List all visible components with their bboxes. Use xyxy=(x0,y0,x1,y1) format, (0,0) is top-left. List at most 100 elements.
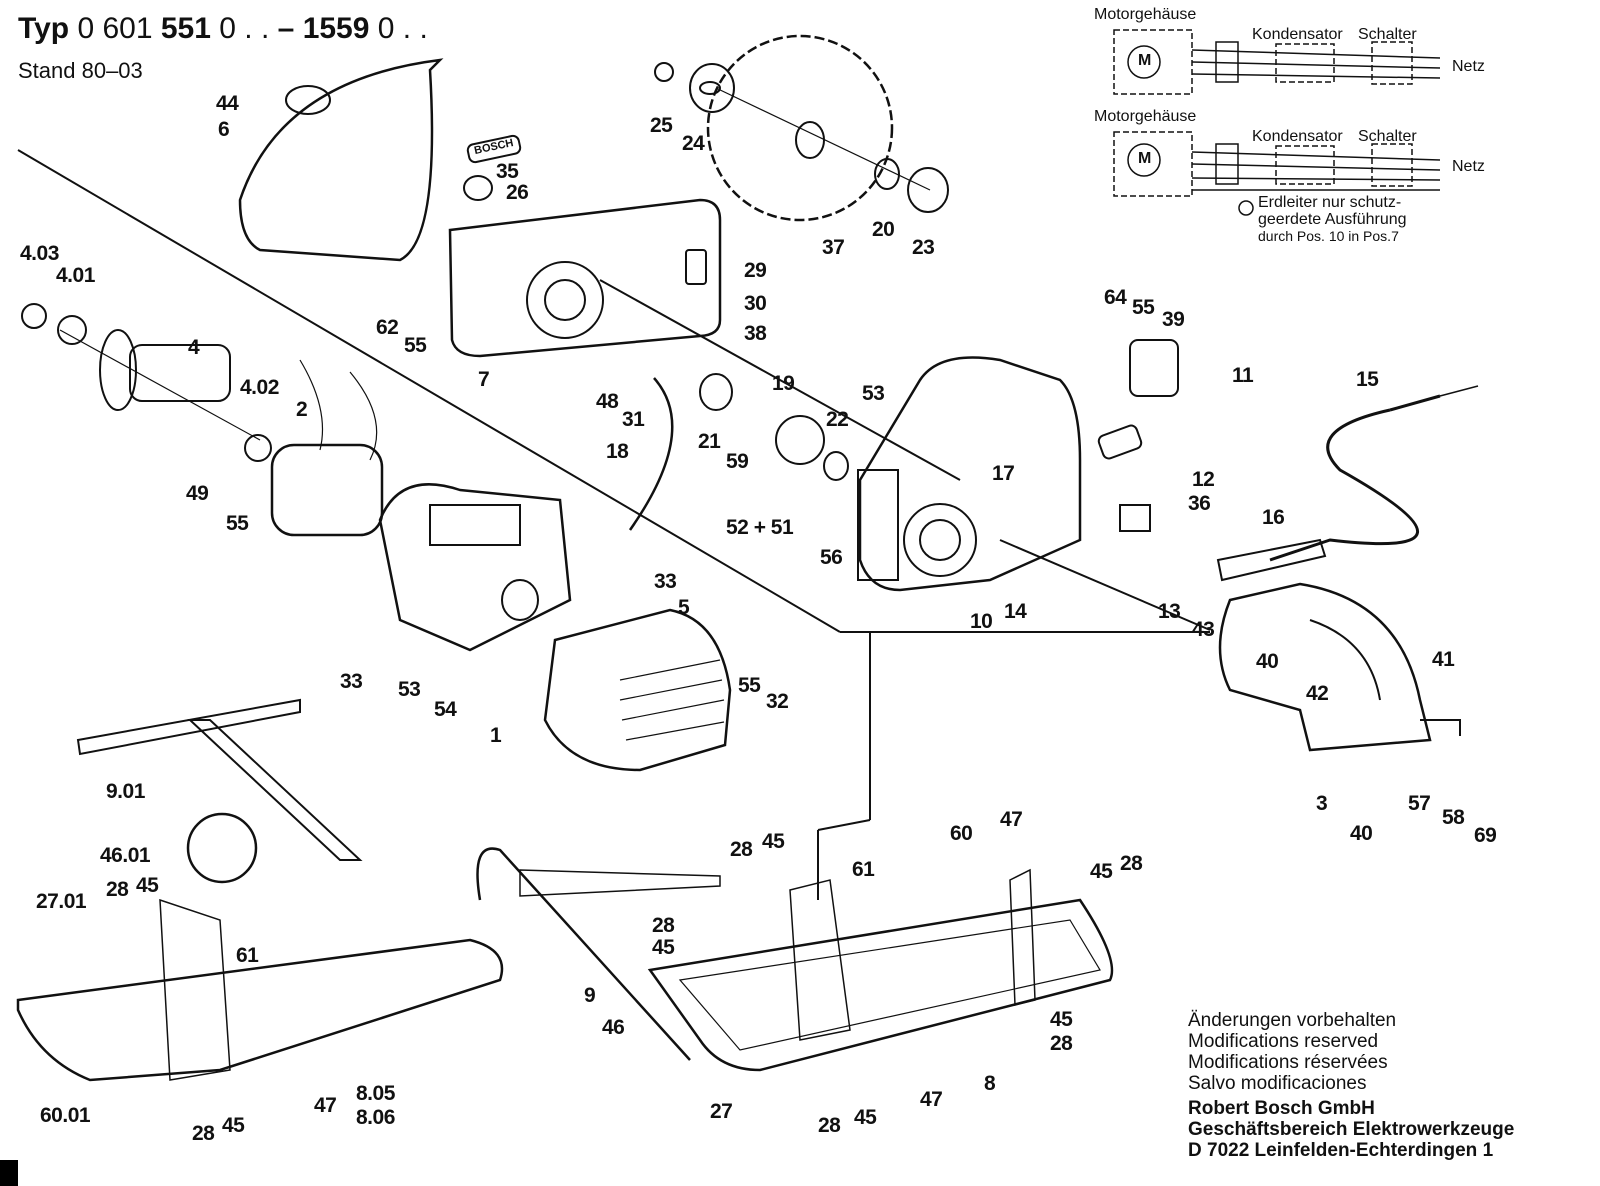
part-label: 28 xyxy=(1120,852,1143,875)
part-label: 28 xyxy=(192,1122,215,1145)
part-label: 42 xyxy=(1306,682,1329,705)
stand-date: Stand 80–03 xyxy=(18,58,143,83)
part-label: 45 xyxy=(854,1106,877,1129)
part-label: 26 xyxy=(506,181,529,204)
part-label: 7 xyxy=(478,368,490,391)
part-label: 48 xyxy=(596,390,619,413)
part-label: 8.05 xyxy=(356,1082,395,1105)
part-label: 28 xyxy=(730,838,753,861)
modification-notes: Änderungen vorbehalten Modifications res… xyxy=(1188,1010,1396,1094)
typ-dash: – xyxy=(277,12,295,45)
part-label: 47 xyxy=(1000,808,1023,831)
typ-number-b: 551 xyxy=(160,12,211,45)
part-label: 33 xyxy=(654,570,677,593)
company-block: Robert Bosch GmbH Geschäftsbereich Elekt… xyxy=(1188,1098,1514,1161)
typ-number-c: 0 . . xyxy=(219,12,270,45)
part-label: 6 xyxy=(218,118,230,141)
part-label: 39 xyxy=(1162,308,1185,331)
part-label: 47 xyxy=(314,1094,337,1117)
part-label: 38 xyxy=(744,322,767,345)
part-label: 46 xyxy=(602,1016,625,1039)
part-label: 58 xyxy=(1442,806,1465,829)
part-label: 27.01 xyxy=(36,890,87,913)
note-es: Salvo modificaciones xyxy=(1188,1073,1367,1094)
label-kondensator-2: Kondensator xyxy=(1252,128,1343,145)
part-label: 22 xyxy=(826,408,849,431)
part-label: 40 xyxy=(1256,650,1279,673)
part-label: 14 xyxy=(1004,600,1027,623)
part-label: 54 xyxy=(434,698,457,721)
assembly-line-main xyxy=(17,149,841,633)
part-label: 37 xyxy=(822,236,845,259)
part-label: 53 xyxy=(862,382,885,405)
part-label: 3 xyxy=(1316,792,1328,815)
note-fr: Modifications réservées xyxy=(1188,1052,1388,1073)
part-label: 11 xyxy=(1232,364,1254,387)
label-netz-2: Netz xyxy=(1452,158,1485,175)
part-label: 45 xyxy=(762,830,785,853)
part-label: 4.01 xyxy=(56,264,95,287)
typ-number-a: 0 601 xyxy=(77,12,153,45)
part-label: 18 xyxy=(606,440,629,463)
company-division: Geschäftsbereich Elektrowerkzeuge xyxy=(1188,1119,1515,1140)
type-header: Typ 0 601 551 0 . . – 1559 0 . . xyxy=(18,12,428,46)
part-label: 4.02 xyxy=(240,376,279,399)
part-label: 60 xyxy=(950,822,973,845)
part-label: 47 xyxy=(920,1088,943,1111)
part-label: 20 xyxy=(872,218,895,241)
earth-note-1: Erdleiter nur schutz- xyxy=(1258,194,1402,211)
part-label: 8 xyxy=(984,1072,996,1095)
part-label: 45 xyxy=(222,1114,245,1137)
part-label: 49 xyxy=(186,482,209,505)
part-label: 61 xyxy=(236,944,259,967)
part-label: 27 xyxy=(710,1100,733,1123)
label-motor-m-1: M xyxy=(1138,52,1152,69)
part-label: 8.06 xyxy=(356,1106,395,1129)
part-label: 44 xyxy=(216,92,239,115)
part-label: 45 xyxy=(136,874,159,897)
part-label: 45 xyxy=(652,936,675,959)
part-label: 23 xyxy=(912,236,935,259)
part-label: 21 xyxy=(698,430,721,453)
part-label: 55 xyxy=(738,674,761,697)
part-label: 43 xyxy=(1192,618,1215,641)
part-label: 25 xyxy=(650,114,673,137)
part-label: 46.01 xyxy=(100,844,151,867)
typ-number-e: 0 . . xyxy=(377,12,428,45)
note-en: Modifications reserved xyxy=(1188,1031,1379,1052)
part-label: 45 xyxy=(1050,1008,1073,1031)
part-label: 16 xyxy=(1262,506,1285,529)
part-label: 59 xyxy=(726,450,749,473)
part-label: 15 xyxy=(1356,368,1379,391)
part-label: 69 xyxy=(1474,824,1497,847)
part-label: 19 xyxy=(772,372,795,395)
label-motorgehaeuse-2: Motorgehäuse xyxy=(1094,108,1197,125)
part-label: 28 xyxy=(652,914,675,937)
part-label: 62 xyxy=(376,316,399,339)
label-kondensator-1: Kondensator xyxy=(1252,26,1343,43)
earth-note-3: durch Pos. 10 in Pos.7 xyxy=(1258,228,1399,244)
part-label: 30 xyxy=(744,292,767,315)
part-label: 57 xyxy=(1408,792,1431,815)
note-de: Änderungen vorbehalten xyxy=(1188,1010,1397,1031)
part-label: 53 xyxy=(398,678,421,701)
part-label: 17 xyxy=(992,462,1015,485)
part-label: 32 xyxy=(766,690,789,713)
part-label: 24 xyxy=(682,132,705,155)
part-label: 12 xyxy=(1192,468,1215,491)
part-label: 64 xyxy=(1104,286,1127,309)
label-netz-1: Netz xyxy=(1452,58,1485,75)
part-label: 28 xyxy=(106,878,129,901)
company-address: D 7022 Leinfelden-Echterdingen 1 xyxy=(1188,1140,1494,1161)
part-label: 40 xyxy=(1350,822,1373,845)
part-label: 13 xyxy=(1158,600,1181,623)
label-schalter-1: Schalter xyxy=(1358,26,1417,43)
label-motor-m-2: M xyxy=(1138,150,1152,167)
part-label: 55 xyxy=(1132,296,1155,319)
part-label: 9.01 xyxy=(106,780,145,803)
part-label: 10 xyxy=(970,610,993,633)
part-label: 5 xyxy=(678,596,690,619)
corner-mark xyxy=(0,1160,18,1186)
